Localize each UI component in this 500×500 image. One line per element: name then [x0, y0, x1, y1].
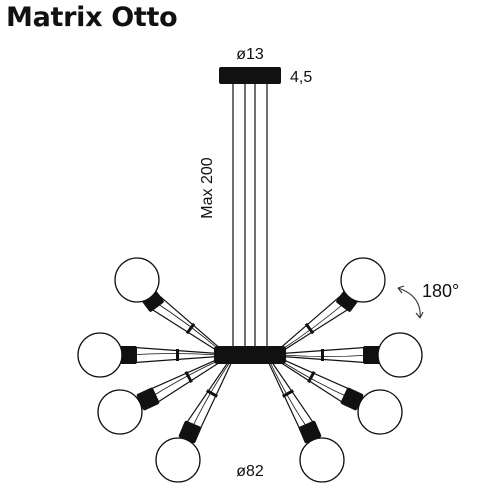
lamp-arm	[276, 257, 386, 354]
arm-clamp	[282, 389, 294, 398]
arm-wire	[189, 361, 231, 433]
globe-bulb	[155, 437, 201, 483]
arm-wire	[281, 354, 373, 357]
lamp-arm	[276, 357, 403, 435]
arm-wire	[151, 299, 223, 353]
suspension-cables	[232, 84, 268, 346]
arm-rod	[278, 305, 354, 354]
globe-bulb	[97, 389, 143, 435]
lamp-arm	[114, 257, 224, 354]
arm-rod	[281, 346, 373, 355]
globe-bulb	[299, 437, 345, 483]
arm-rod	[146, 305, 222, 354]
product-title: Matrix Otto	[6, 2, 178, 33]
canopy	[219, 67, 281, 84]
arm-clamp	[185, 322, 196, 335]
overall-diameter-label: ø82	[236, 463, 264, 480]
lamp-arms	[77, 257, 423, 483]
arm-rod	[276, 359, 349, 407]
max-drop-label: Max 200	[199, 157, 216, 218]
globe-bulb	[340, 257, 386, 303]
arm-rod	[281, 355, 373, 364]
arm-rod	[156, 293, 224, 352]
arm-rod	[182, 360, 230, 429]
arm-clamp	[206, 389, 218, 398]
lamp-arm	[268, 360, 345, 483]
arm-rod	[151, 359, 224, 407]
arm-rod	[270, 360, 318, 429]
lamp-arm	[281, 332, 423, 378]
arm-clamp	[307, 371, 316, 383]
lamp-arm	[77, 332, 219, 378]
globe-bulb	[377, 332, 423, 378]
lamp-arm	[97, 357, 224, 435]
globe-bulb	[357, 389, 403, 435]
canopy-height-label: 4,5	[290, 69, 312, 86]
arm-wire	[277, 299, 349, 353]
globe-bulb	[114, 257, 160, 303]
arm-rod	[127, 346, 219, 355]
arm-rod	[196, 362, 232, 437]
arm-wire	[127, 353, 219, 356]
arm-rod	[278, 357, 357, 393]
globe-bulb	[77, 332, 123, 378]
central-hub	[214, 346, 286, 364]
rotation-label: 180°	[422, 281, 459, 301]
lamp-arm	[155, 360, 232, 483]
arm-rod	[143, 357, 222, 393]
curved-double-arrow-icon	[397, 285, 424, 319]
arm-rod	[127, 355, 219, 364]
arm-rod	[268, 362, 304, 437]
arm-clamp	[304, 322, 315, 335]
arm-wire	[269, 361, 311, 433]
canopy-diameter-label: ø13	[236, 46, 264, 63]
arm-rod	[276, 293, 344, 352]
arm-clamp	[184, 371, 193, 383]
